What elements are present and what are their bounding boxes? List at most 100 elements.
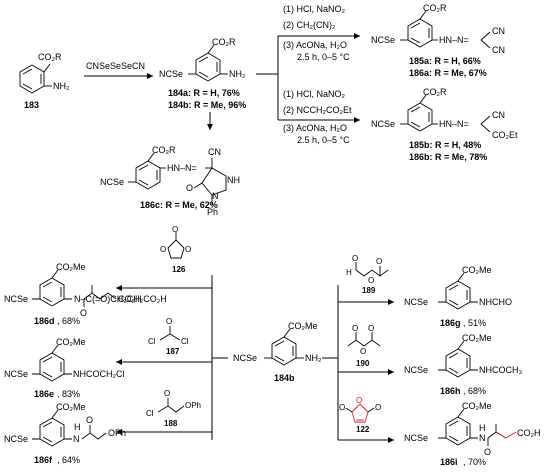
compound-183: CO₂R NH₂ 183 [19, 52, 70, 110]
svg-text:186g: 186g [440, 318, 461, 328]
svg-text:, 70%: , 70% [463, 457, 486, 467]
svg-text:HN–N=: HN–N= [167, 163, 197, 173]
svg-text:NCSe: NCSe [4, 369, 28, 379]
compound-label-b: 184b: R = Me, 96% [168, 100, 246, 110]
svg-text:CN: CN [492, 26, 505, 36]
ester-label: CO₂R [212, 37, 236, 47]
svg-text:189: 189 [362, 286, 376, 295]
svg-text:(3) AcONa, H₂O: (3) AcONa, H₂O [283, 123, 347, 133]
svg-text:O: O [172, 225, 178, 234]
svg-text:CO₂H: CO₂H [517, 428, 541, 438]
svg-text:NCSe: NCSe [371, 119, 395, 129]
reagent-label: CNSeSeSeCN [86, 61, 145, 71]
svg-text:NCSe: NCSe [404, 365, 428, 375]
svg-text:Cl: Cl [148, 337, 156, 346]
svg-text:122: 122 [356, 425, 370, 434]
svg-text:H: H [74, 422, 81, 432]
svg-text:NH₂: NH₂ [305, 353, 322, 363]
conditions-a: (1) HCl, NaNO₂ (2) CH₂(CN)₂ (3) AcONa, H… [283, 4, 350, 62]
svg-text:Cl: Cl [146, 409, 154, 418]
svg-text:(1) HCl, NaNO₂: (1) HCl, NaNO₂ [283, 89, 346, 99]
ncse-label: NCSe [159, 69, 183, 79]
svg-text:186c: R = Me, 62%: 186c: R = Me, 62% [140, 200, 218, 210]
svg-text:NHCOCH₂Cl: NHCOCH₂Cl [73, 369, 125, 379]
svg-text:CO₂R: CO₂R [423, 87, 447, 97]
svg-text:CO₂R: CO₂R [152, 145, 176, 155]
svg-text:H: H [479, 423, 486, 433]
svg-text:NCSe: NCSe [100, 177, 124, 187]
svg-text:(3) AcONa, H₂O: (3) AcONa, H₂O [283, 40, 347, 50]
reagent-188: O Cl OPh 188 [146, 389, 201, 428]
svg-text:Cl: Cl [181, 337, 189, 346]
svg-text:O: O [339, 403, 345, 412]
svg-text:126: 126 [172, 265, 186, 274]
svg-text:186b: R = Me, 78%: 186b: R = Me, 78% [409, 152, 487, 162]
svg-text:O: O [80, 308, 87, 318]
svg-text:, 68%: , 68% [463, 386, 486, 396]
svg-text:O: O [356, 396, 362, 405]
svg-text:OPh: OPh [185, 401, 201, 410]
svg-text:NCSe: NCSe [233, 353, 257, 363]
product-186i: NCSe CO₂Me N H O CO₂H 186i , 70% [404, 401, 541, 467]
reagent-189: H O O O 189 [346, 254, 389, 295]
svg-text:, 68%: , 68% [57, 316, 80, 326]
svg-text:(1) HCl, NaNO₂: (1) HCl, NaNO₂ [283, 4, 346, 14]
svg-text:186a: R = Me, 67%: 186a: R = Me, 67% [409, 68, 487, 78]
svg-text:CO₂Me: CO₂Me [56, 262, 86, 272]
svg-text:184b: 184b [274, 373, 295, 383]
svg-text:NCSe: NCSe [4, 434, 28, 444]
product-186d: NCSe CO₂Me N–C(=O)CH₂CH₂CO₂H O CO₂H 186d… [4, 262, 167, 326]
svg-text:O: O [164, 389, 170, 398]
svg-text:O: O [484, 447, 491, 457]
branch-arrows [207, 33, 360, 130]
svg-text:186i: 186i [440, 457, 458, 467]
svg-text:HN–N=: HN–N= [439, 119, 469, 129]
svg-text:CO₂Me: CO₂Me [462, 401, 492, 411]
svg-text:188: 188 [164, 419, 178, 428]
svg-text:, 64%: , 64% [57, 455, 80, 465]
svg-text:NCSe: NCSe [404, 433, 428, 443]
amine-label: NH₂ [53, 81, 70, 91]
svg-text:, 51%: , 51% [463, 318, 486, 328]
svg-text:CO₂Me: CO₂Me [56, 337, 86, 347]
svg-text:O: O [352, 254, 358, 263]
svg-text:O: O [352, 324, 358, 333]
svg-text:O: O [86, 415, 93, 425]
svg-text:187: 187 [166, 347, 180, 356]
svg-text:CN: CN [208, 147, 221, 157]
svg-text:(2) CH₂(CN)₂: (2) CH₂(CN)₂ [283, 20, 336, 30]
svg-text:NH: NH [227, 175, 240, 185]
svg-text:NCSe: NCSe [4, 294, 28, 304]
compound-184b-center: NCSe CO₂Me NH₂ 184b [233, 321, 322, 383]
svg-text:HN–N=: HN–N= [439, 35, 469, 45]
svg-text:2.5 h, 0–5 °C: 2.5 h, 0–5 °C [297, 52, 350, 62]
svg-text:O: O [375, 403, 381, 412]
svg-text:NCSe: NCSe [371, 35, 395, 45]
svg-text:N–C(=O)CH₂CH₂CO₂H: N–C(=O)CH₂CH₂CO₂H [74, 294, 167, 304]
svg-text:186e: 186e [34, 389, 54, 399]
compound-label: 183 [24, 100, 39, 110]
conditions-b: (1) HCl, NaNO₂ (2) NCCH₂CO₂Et (3) AcONa,… [283, 89, 352, 145]
svg-text:O: O [166, 317, 172, 326]
svg-text:O: O [160, 245, 166, 254]
svg-text:NHCHO: NHCHO [479, 297, 512, 307]
svg-text:H: H [346, 268, 352, 277]
svg-text:O: O [360, 347, 366, 356]
svg-text:N: N [212, 191, 219, 201]
svg-text:, 83%: , 83% [57, 389, 80, 399]
svg-text:O: O [368, 324, 374, 333]
svg-text:CO₂R: CO₂R [423, 3, 447, 13]
product-186h: NCSe CO₂Me NHCOCH₃ 186h , 68% [404, 333, 522, 396]
svg-text:CN: CN [492, 110, 505, 120]
reagent-122: O O O 122 [339, 396, 381, 434]
svg-text:(2) NCCH₂CO₂Et: (2) NCCH₂CO₂Et [283, 105, 352, 115]
svg-text:186d: 186d [34, 316, 55, 326]
bottom-arrows [116, 275, 394, 443]
svg-text:CN: CN [492, 45, 505, 55]
svg-text:N: N [479, 433, 486, 443]
compound-184: NCSe CO₂R NH₂ 184a: R = H, 76% 184b: R =… [159, 37, 246, 110]
reagent-190: O O O 190 [347, 324, 381, 368]
svg-text:186f: 186f [34, 455, 53, 465]
svg-text:O: O [185, 245, 191, 254]
